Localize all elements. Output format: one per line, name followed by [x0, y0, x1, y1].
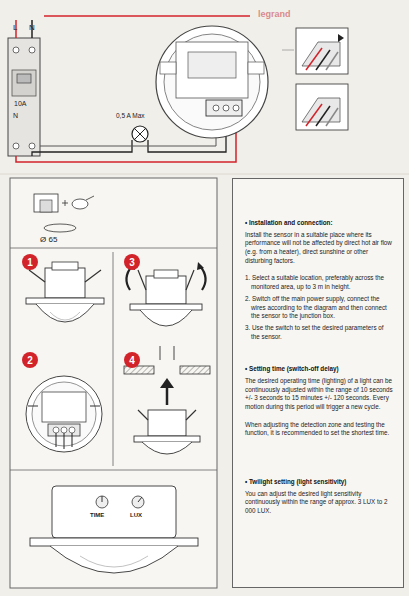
- section-heading: • Twilight setting (light sensitivity): [245, 478, 393, 487]
- body-text: 1. Select a suitable location, preferabl…: [245, 274, 393, 291]
- divider: [10, 248, 217, 249]
- callout-number: 3: [124, 254, 140, 270]
- neutral-wire: [32, 140, 132, 156]
- ceiling-mount: [124, 346, 210, 454]
- watermark: legrand: [258, 10, 291, 20]
- terminal-label: N: [13, 112, 18, 120]
- hole-icon: [34, 194, 94, 232]
- callout-number: 2: [22, 352, 38, 368]
- callout-number: 4: [129, 355, 135, 366]
- section-heading: • Installation and connection:: [245, 219, 393, 228]
- section-heading: • Setting time (switch-off delay): [245, 365, 393, 374]
- body-text: The desired operating time (lighting) of…: [245, 377, 393, 412]
- terminal-label: L: [13, 24, 17, 33]
- header-rule: [44, 15, 250, 17]
- body-text: When adjusting the detection zone and te…: [245, 421, 393, 438]
- body-text: Install the sensor in a suitable place w…: [245, 231, 393, 266]
- fold-line: [0, 174, 409, 175]
- terminal-label: N: [29, 24, 35, 33]
- illustration-panel: [10, 178, 217, 588]
- rating-label: 10A: [14, 100, 26, 108]
- callout-number: 1: [22, 254, 38, 270]
- instruction-panel: • Installation and connection: Install th…: [232, 178, 404, 588]
- sensor-face: [26, 376, 102, 452]
- knob-label: TIME: [90, 512, 104, 519]
- callout-number: 2: [27, 355, 33, 366]
- callout-number: 1: [27, 257, 33, 268]
- callout-number: 3: [129, 257, 135, 268]
- divider: [10, 470, 217, 471]
- divider: [113, 252, 114, 466]
- body-text: 2. Switch off the main power supply, con…: [245, 295, 393, 321]
- sensor-side-view: [26, 262, 104, 322]
- dimension-label: Ø 65: [40, 236, 57, 245]
- sensor-top-view: [156, 26, 268, 138]
- terminal-inset: [282, 28, 348, 130]
- sensor-clips: [126, 262, 205, 326]
- load-rating: 0,5 A Max: [116, 112, 145, 119]
- circuit-breaker: [8, 38, 40, 156]
- lamp-symbol: [132, 126, 148, 142]
- callout-number: 4: [124, 352, 140, 368]
- knob-label: LUX: [130, 512, 142, 519]
- sensor-settings-view: [30, 486, 198, 573]
- body-text: 3. Use the switch to set the desired par…: [245, 324, 393, 341]
- body-text: You can adjust the desired light sensiti…: [245, 490, 393, 516]
